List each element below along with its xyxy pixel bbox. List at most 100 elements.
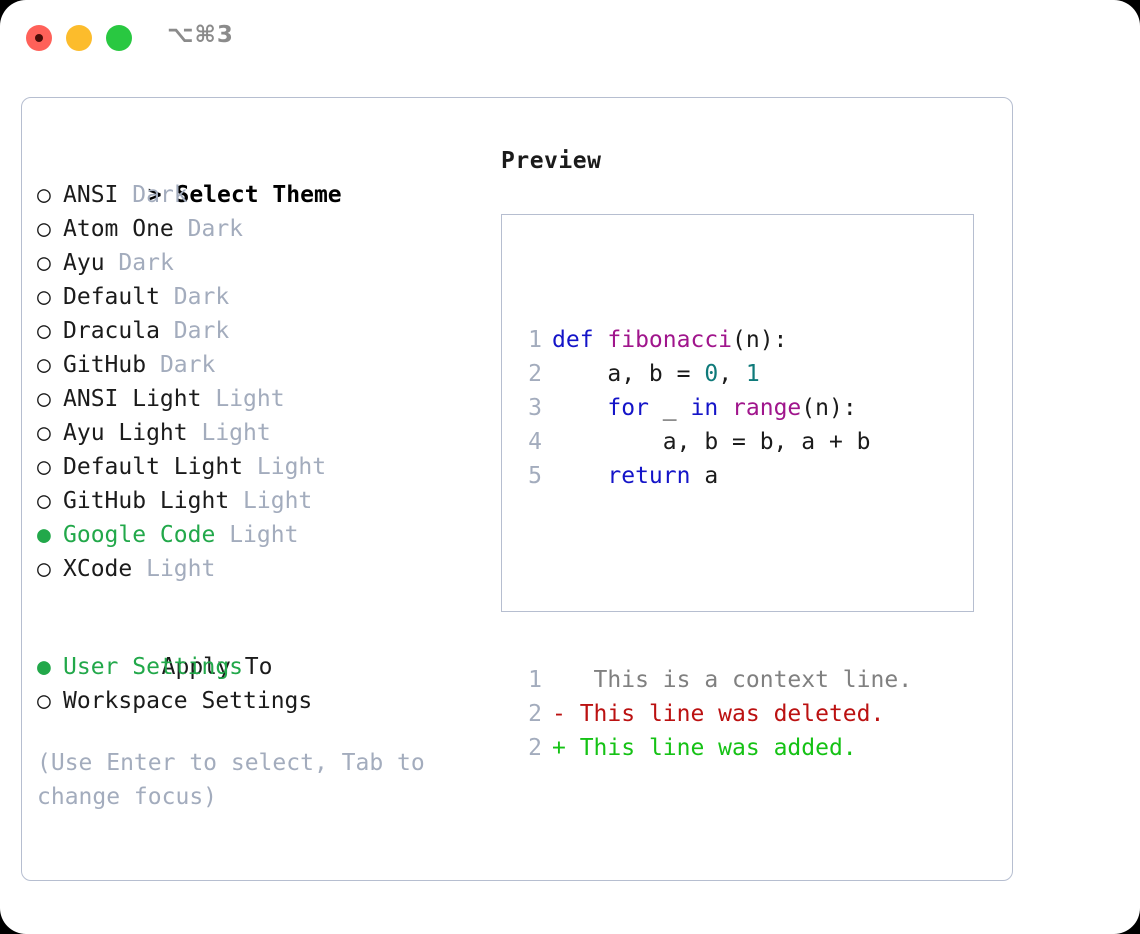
theme-item[interactable]: ○GitHub Light Light <box>37 484 487 518</box>
code-token: return <box>607 463 691 489</box>
line-number: 3 <box>528 395 542 421</box>
preview-title: Preview <box>501 148 602 174</box>
code-token: fibonacci <box>607 327 733 353</box>
apply-to-item-label: Workspace Settings <box>63 688 313 714</box>
code-line: 3 for _ in range(n): <box>516 391 912 425</box>
code-token: a, b = <box>552 361 705 387</box>
diff-line: 2+ This line was added. <box>516 731 912 765</box>
apply-to-heading-label: Apply To <box>161 654 273 680</box>
radio-unselected-icon: ○ <box>37 352 51 378</box>
theme-item-variant-tag: Light <box>229 522 299 548</box>
code-line: 1 def fibonacci(n): <box>516 323 912 357</box>
theme-item-label: GitHub Light <box>63 488 230 514</box>
line-number: 1 <box>528 327 542 353</box>
theme-item-label: ANSI <box>63 182 119 208</box>
theme-item[interactable]: ○ Atom One Dark <box>37 212 487 246</box>
keyboard-hint: (Use Enter to select, Tab to change focu… <box>37 750 439 810</box>
theme-item[interactable]: ○ Dracula Dark <box>37 314 487 348</box>
theme-item[interactable]: ● Google Code Light <box>37 518 487 552</box>
code-token: a <box>690 463 719 489</box>
code-diff-gap <box>516 561 912 595</box>
minimize-button[interactable] <box>66 25 92 51</box>
diff-lines: 1 This is a context line.2- This line wa… <box>516 663 912 765</box>
diff-marker: - <box>552 701 566 727</box>
theme-item-variant-tag: Light <box>215 386 285 412</box>
line-number: 2 <box>528 701 542 727</box>
theme-item[interactable]: ○ANSI Light Light <box>37 382 487 416</box>
code-token: for <box>607 395 649 421</box>
theme-item[interactable]: ○ XCode Light <box>37 552 487 586</box>
theme-item-label: Ayu Light <box>63 420 188 446</box>
diff-text: This line was added. <box>565 735 857 761</box>
line-number: 4 <box>528 429 542 455</box>
theme-item-variant-tag: Dark <box>118 250 174 276</box>
theme-item-variant-tag: Light <box>146 556 216 582</box>
radio-unselected-icon: ○ <box>37 488 51 514</box>
code-token <box>552 395 607 421</box>
code-line: 5 return a <box>516 459 912 493</box>
theme-item-label: XCode <box>63 556 133 582</box>
theme-item-label: GitHub <box>63 352 147 378</box>
theme-list: ○ANSI Dark○Atom One Dark○Ayu Dark○Defaul… <box>37 178 487 586</box>
theme-item-label: Default <box>63 284 160 310</box>
diff-marker: + <box>552 735 566 761</box>
diff-text: This line was deleted. <box>565 701 885 727</box>
section-spacer <box>37 586 487 616</box>
theme-selector-column: > Select Theme ○ANSI Dark○Atom One Dark○… <box>37 144 487 814</box>
line-number: 1 <box>528 667 542 693</box>
theme-item[interactable]: ○ Ayu Light Light <box>37 416 487 450</box>
apply-to-item[interactable]: ● User Settings <box>37 650 487 684</box>
theme-item-label: Google Code <box>63 522 216 548</box>
apply-to-heading: Apply To <box>37 616 487 680</box>
theme-item[interactable]: ○Default Light Light <box>37 450 487 484</box>
theme-item-variant-tag: Dark <box>187 216 244 242</box>
theme-item-label: ANSI Light <box>63 386 202 412</box>
theme-item[interactable]: ○Default Dark <box>37 280 487 314</box>
keyboard-shortcut-label: ⌥⌘3 <box>167 22 234 48</box>
theme-item-variant-tag: Dark <box>173 318 230 344</box>
diff-line: 2- This line was deleted. <box>516 697 912 731</box>
radio-selected-icon: ● <box>37 522 51 548</box>
theme-item-label: Dracula <box>63 318 160 344</box>
radio-unselected-icon: ○ <box>37 182 51 208</box>
theme-item[interactable]: ○ ANSI Dark <box>37 178 487 212</box>
title-bar: ⌥⌘3 <box>0 0 1140 78</box>
radio-unselected-icon: ○ <box>37 284 51 310</box>
theme-item-variant-tag: Dark <box>159 352 216 378</box>
code-token: , <box>718 361 746 387</box>
diff-line: 1 This is a context line. <box>516 663 912 697</box>
radio-unselected-icon: ○ <box>37 420 51 446</box>
theme-item-variant-tag: Light <box>201 420 271 446</box>
close-button[interactable] <box>26 25 52 51</box>
theme-item-label: Atom One <box>63 216 174 242</box>
radio-selected-icon: ● <box>37 654 51 680</box>
diff-text: This is a context line. <box>565 667 913 693</box>
code-token: (n): <box>732 327 788 353</box>
code-line: 2 a, b = 0, 1 <box>516 357 912 391</box>
code-token: (n): <box>801 395 857 421</box>
code-token: def <box>552 327 608 353</box>
apply-to-list: ● User Settings ○ Workspace Settings <box>37 650 487 718</box>
code-token <box>718 395 732 421</box>
theme-item[interactable]: ○Ayu Dark <box>37 246 487 280</box>
theme-item-label: Default Light <box>63 454 244 480</box>
radio-unselected-icon: ○ <box>37 688 51 714</box>
select-theme-heading-label: > Select Theme <box>147 182 342 208</box>
code-line: 4 a, b = b, a + b <box>516 425 912 459</box>
code-token: in <box>690 395 719 421</box>
line-number: 5 <box>528 463 542 489</box>
code-token: 0 <box>704 361 719 387</box>
apply-to-item[interactable]: ○ Workspace Settings <box>37 684 487 718</box>
apply-to-item-label: User Settings <box>63 654 244 680</box>
theme-item[interactable]: ○ GitHub Dark <box>37 348 487 382</box>
radio-unselected-icon: ○ <box>37 250 51 276</box>
radio-unselected-icon: ○ <box>37 318 51 344</box>
radio-unselected-icon: ○ <box>37 216 51 242</box>
code-token: range <box>732 395 802 421</box>
maximize-button[interactable] <box>106 25 132 51</box>
radio-unselected-icon: ○ <box>37 454 51 480</box>
diff-marker <box>552 667 566 693</box>
theme-item-variant-tag: Dark <box>132 182 188 208</box>
radio-unselected-icon: ○ <box>37 556 51 582</box>
